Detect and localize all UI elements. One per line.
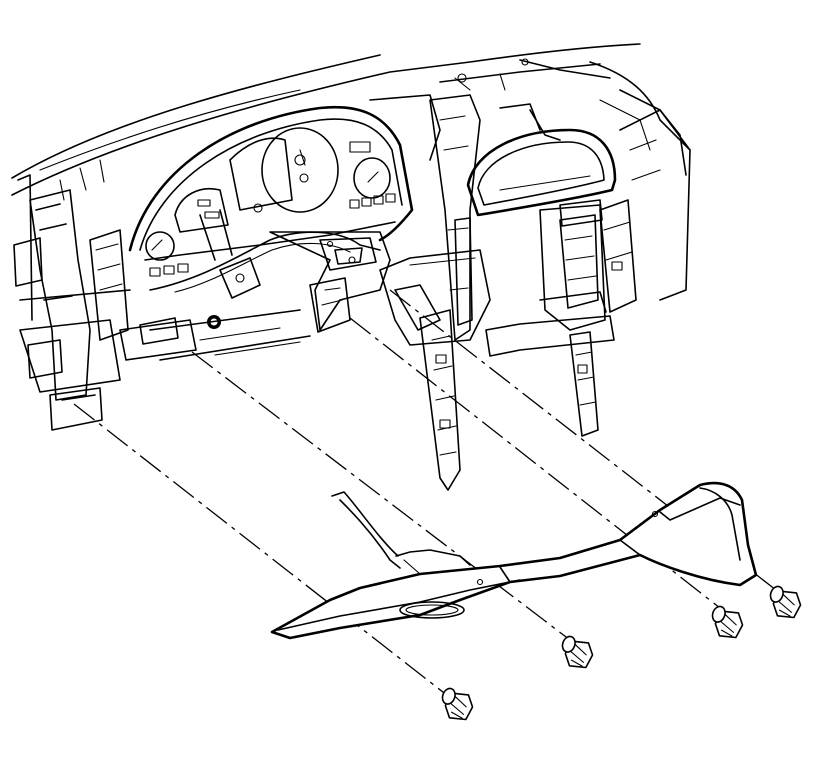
steering-column-support [149, 231, 391, 361]
left-end-bracket [13, 159, 197, 431]
cluster-bezel [466, 128, 617, 227]
instrument-cluster [128, 105, 414, 293]
leader-line-1 [73, 403, 449, 697]
logo-recess [399, 601, 465, 619]
center-lower-structure [379, 249, 491, 491]
instrument-panel-frame [369, 94, 691, 437]
left-gauge [145, 231, 175, 261]
fastener-1 [441, 687, 474, 721]
fastener-4 [769, 585, 802, 619]
speedometer [261, 127, 339, 213]
leader-line-4 [389, 289, 777, 591]
tachometer [229, 137, 293, 211]
right-gauge [353, 157, 391, 199]
fastener-3 [711, 605, 744, 639]
leader-lines [73, 289, 777, 697]
fastener-2 [561, 635, 594, 669]
leader-line-2 [191, 351, 571, 641]
fuel-gauge [174, 188, 229, 233]
dashboard-top-pad [11, 43, 691, 196]
warning-lights-row [149, 141, 396, 277]
knee-bolster-trim-panel [270, 481, 758, 640]
